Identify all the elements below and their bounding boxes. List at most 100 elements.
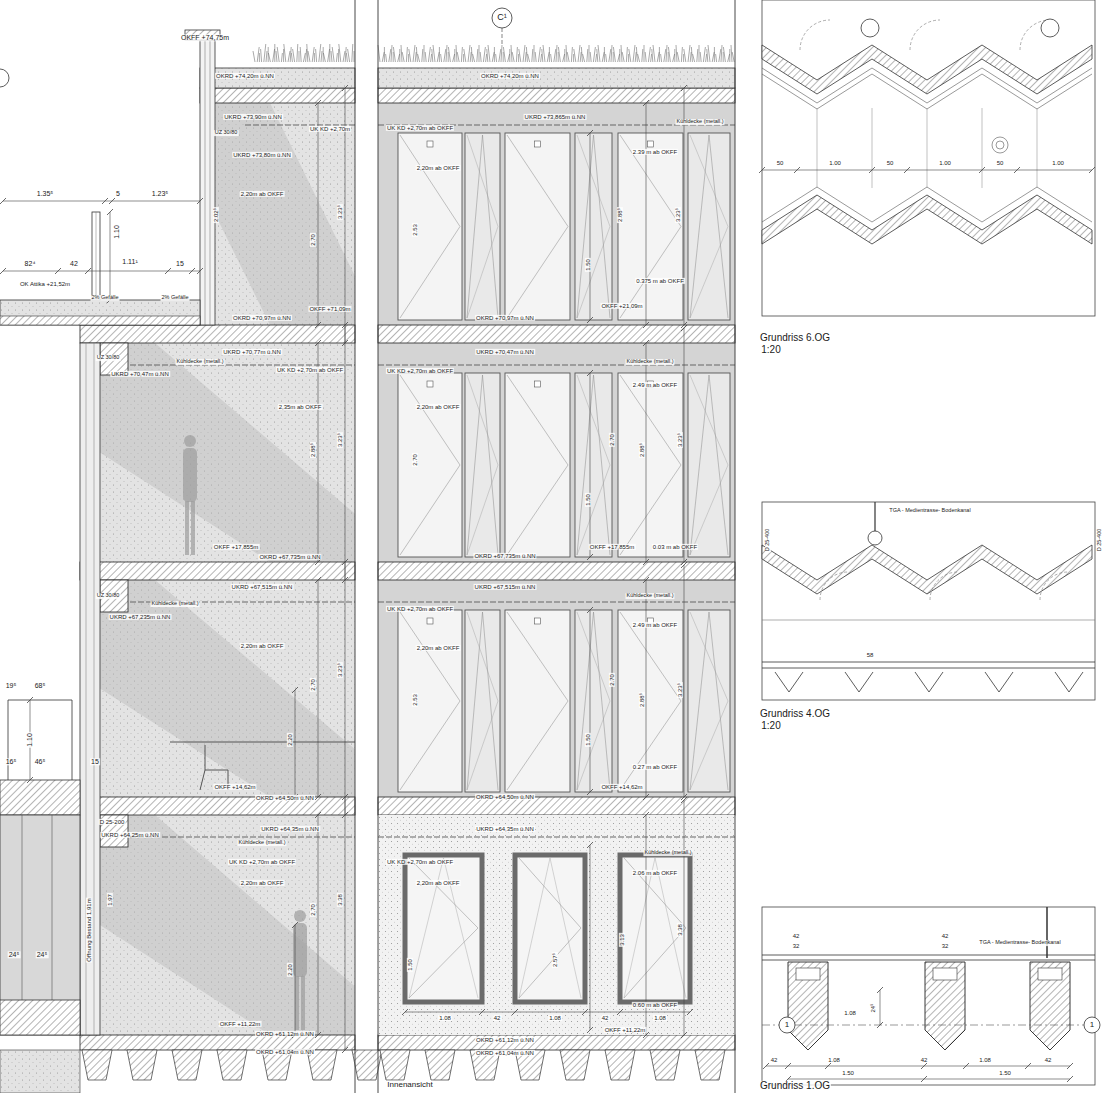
interior-elevation-part — [661, 54, 662, 62]
floor-plan-details-part — [1040, 572, 1068, 600]
interior-elevation-part — [433, 45, 435, 62]
interior-elevation-part — [645, 52, 646, 62]
interior-elevation-part — [700, 52, 701, 62]
annotation-label: 2,20m ab OKFF — [416, 645, 461, 651]
section-cut-part — [346, 53, 347, 62]
interior-elevation-part — [378, 815, 735, 1035]
interior-elevation-part — [620, 612, 681, 790]
interior-elevation-part — [431, 54, 432, 62]
interior-elevation-part — [378, 836, 735, 837]
annotation-label: 32 — [792, 943, 801, 949]
interior-elevation-part — [681, 794, 687, 800]
interior-elevation-part — [642, 49, 643, 62]
annotation-label: 2.70 — [310, 903, 316, 917]
section-cut-part — [200, 40, 215, 325]
interior-elevation-part — [393, 52, 394, 62]
floor-plan-details-part — [1067, 1076, 1073, 1082]
interior-elevation-part — [681, 797, 687, 803]
interior-elevation-part — [401, 45, 402, 62]
interior-elevation-part — [620, 375, 681, 555]
annotation-label: 1.23⁵ — [151, 190, 170, 197]
interior-elevation-part — [659, 47, 660, 62]
interior-elevation-part — [479, 1009, 485, 1015]
annotation-label: 1.10 — [26, 732, 33, 748]
section-cut-part — [80, 343, 100, 1035]
annotation-label: UKRD +64,35m ü.NN — [475, 826, 535, 832]
annotation-label: D 25-400 — [1097, 528, 1103, 553]
section-cut-part — [165, 268, 171, 274]
floor-plan-details-part — [982, 108, 983, 188]
interior-elevation-part — [719, 49, 721, 62]
floor-plan-details-part — [779, 1017, 795, 1033]
annotation-label: 1.08 — [978, 1057, 992, 1063]
interior-elevation-part — [505, 610, 570, 792]
interior-elevation-part — [519, 858, 581, 998]
section-cut-part — [318, 580, 319, 797]
interior-elevation — [378, 8, 735, 1080]
interior-elevation-part — [461, 47, 462, 62]
interior-elevation-part — [543, 45, 545, 62]
interior-elevation-part — [629, 49, 631, 62]
interior-elevation-part — [626, 47, 627, 62]
annotation-label: D 25-400 — [765, 528, 771, 553]
floor-plan-details-part — [817, 108, 818, 188]
interior-elevation-part — [619, 49, 620, 62]
section-cut-part — [100, 580, 355, 797]
annotation-label: 1.08 — [548, 1015, 562, 1021]
interior-elevation-part — [523, 45, 525, 62]
interior-elevation-part — [577, 375, 610, 555]
annotation-label: 1.11¹ — [121, 258, 138, 265]
section-cut-part — [295, 925, 296, 1035]
interior-elevation-part — [547, 52, 549, 62]
interior-elevation-part — [448, 47, 450, 62]
interior-elevation-part — [587, 554, 593, 560]
annotation-label: 32 — [941, 943, 950, 949]
interior-elevation-part — [587, 789, 593, 795]
annotation-label: 15 — [175, 260, 185, 267]
interior-elevation-part — [502, 28, 503, 44]
annotation-label: 42 — [941, 933, 950, 939]
interior-elevation-part — [577, 612, 610, 790]
section-cut-part — [312, 47, 314, 62]
interior-elevation-part — [653, 45, 655, 62]
floor-plan-details-part — [868, 531, 882, 545]
interior-elevation-part — [590, 133, 591, 320]
interior-elevation-part — [446, 45, 447, 62]
interior-elevation-part — [690, 135, 728, 318]
annotation-label: UKRD +64,35m ü.NN — [260, 826, 320, 832]
interior-elevation-part — [519, 858, 581, 998]
interior-elevation-part — [415, 52, 416, 62]
interior-elevation-part — [512, 1009, 518, 1015]
interior-elevation-part — [467, 135, 498, 318]
floor-plan-details-part — [766, 1066, 1070, 1067]
section-cut-part — [336, 53, 337, 62]
annotation-label: 2,20m ab OKFF — [240, 880, 285, 886]
section-cut-part — [295, 690, 296, 797]
floor-plan-details-part — [1084, 1017, 1100, 1033]
interior-elevation-part — [604, 47, 605, 62]
interior-elevation-part — [714, 47, 715, 62]
interior-elevation-part — [487, 49, 488, 62]
annotation-label: OKFF +14,62m — [213, 784, 256, 790]
interior-elevation-part — [528, 54, 530, 62]
floor-plan-details-part — [985, 672, 1013, 692]
interior-elevation-part — [499, 49, 501, 62]
section-cut-part — [8, 700, 9, 780]
floor-plan-details — [759, 0, 1100, 1085]
annotation-label: UZ 30/80 — [96, 355, 121, 361]
section-cut-part — [197, 198, 203, 204]
interior-elevation-part — [480, 52, 481, 62]
interior-elevation-part — [378, 364, 735, 365]
section-cut-part — [318, 103, 319, 325]
interior-elevation-part — [535, 381, 541, 387]
section-cut-part — [315, 340, 321, 346]
floor-plan-details-part — [820, 572, 848, 600]
annotation-label: 15 — [90, 758, 100, 765]
section-cut-part — [328, 49, 330, 62]
annotation-label: 82⁴ — [24, 260, 37, 267]
floor-plan-details-part — [930, 572, 958, 600]
annotation-label: 2.88⁵ — [310, 442, 316, 458]
floor-plan-details-part — [910, 20, 940, 50]
interior-elevation-part — [488, 45, 490, 62]
section-cut-part — [0, 316, 200, 325]
